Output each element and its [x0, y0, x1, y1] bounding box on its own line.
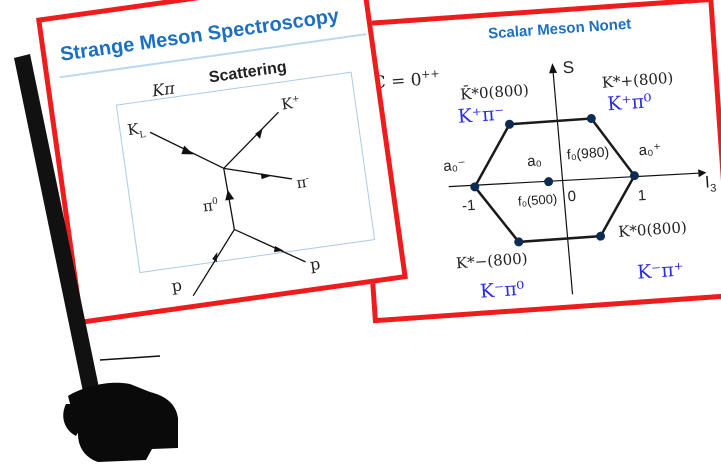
p-in-line: [192, 229, 235, 297]
vertex-kstarplus: [586, 114, 596, 124]
p-out-arrow: [273, 245, 284, 253]
piminus-arrow: [260, 173, 272, 180]
vertex-a0minus: [470, 182, 480, 192]
i3-axis: [448, 172, 699, 188]
thumb-icon: [63, 404, 82, 436]
feynman-diagram: [149, 111, 306, 297]
s-arrowhead: [549, 63, 558, 74]
gloved-hand-icon: [68, 382, 178, 462]
nonet-diagram: [448, 63, 707, 295]
kplus-line: [223, 111, 279, 169]
strange-meson-spectroscopy-poster: Strange Meson Spectroscopy Kπ Scattering…: [36, 0, 408, 325]
pi0-arrow: [225, 189, 235, 201]
p-out-line: [234, 228, 306, 263]
kl-arrow: [181, 145, 194, 155]
scalar-meson-nonet-poster: Scalar Meson Nonet PC = 0++ S I3 K̄*0(80…: [352, 0, 721, 324]
pole-rule: [99, 355, 161, 361]
i3-arrowhead: [698, 169, 707, 178]
s-axis: [551, 65, 574, 295]
vertex-kstar0bar: [505, 119, 515, 129]
vertex-center: [544, 177, 554, 187]
kplus-arrow: [255, 128, 263, 139]
flagpole: [14, 54, 104, 416]
vertex-a0plus: [629, 171, 639, 181]
p-in-arrow: [212, 252, 218, 263]
piminus-line: [223, 167, 292, 180]
vertex-kstarminus: [514, 237, 524, 247]
vertex-kstar0: [596, 231, 606, 241]
